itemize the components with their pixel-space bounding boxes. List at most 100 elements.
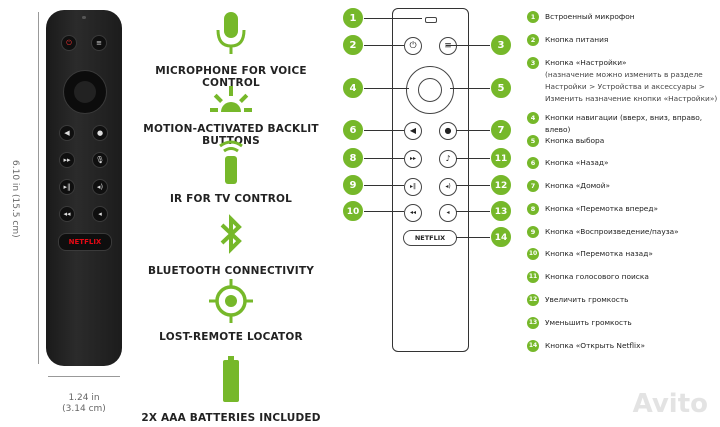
diagram-badge-3: 3 xyxy=(490,34,512,56)
diagram-badge-1: 1 xyxy=(342,7,364,29)
leader-line-2 xyxy=(364,45,404,46)
legend-num-3: 3 xyxy=(527,57,539,69)
legend-text-10: Кнопка «Перемотка назад» xyxy=(545,249,653,258)
diagram-badge-14: 14 xyxy=(490,226,512,248)
diagram-badge-2: 2 xyxy=(342,34,364,56)
legend-text-1: Встроенный микрофон xyxy=(545,12,635,21)
netflix-button-photo: NETFLIX xyxy=(58,233,112,251)
leader-line-9 xyxy=(364,185,404,186)
diagram-home-button: ● xyxy=(439,122,457,140)
legend-text-3: Кнопка «Настройки» xyxy=(545,58,627,67)
legend-num-7: 7 xyxy=(527,180,539,192)
legend-num-1: 1 xyxy=(527,11,539,23)
diagram-badge-8: 8 xyxy=(342,147,364,169)
diagram-ffwd-button: ▸▸ xyxy=(404,150,422,168)
dpad-photo xyxy=(63,70,107,114)
width-cm: (3.14 cm) xyxy=(62,404,106,414)
height-cm: (15.5 cm) xyxy=(10,193,20,238)
diagram-badge-7: 7 xyxy=(490,119,512,141)
diagram-netflix-button: NETFLIX xyxy=(403,230,457,246)
diagram-back-button: ◀ xyxy=(404,122,422,140)
leader-line-10 xyxy=(364,211,404,212)
diagram-badge-5: 5 xyxy=(490,77,512,99)
leader-line-3 xyxy=(446,45,490,46)
legend-num-5: 5 xyxy=(527,135,539,147)
playpause-button-photo: ▸‖ xyxy=(59,179,75,195)
diagram-badge-6: 6 xyxy=(342,119,364,141)
diagram-power-button: ⏻ xyxy=(404,37,422,55)
legend-num-2: 2 xyxy=(527,34,539,46)
diagram-dpad xyxy=(406,66,454,114)
legend-text-6: Кнопка «Назад» xyxy=(545,158,609,167)
legend-num-4: 4 xyxy=(527,112,539,124)
legend-sub-3c: Изменить назначение кнопки «Настройки») xyxy=(545,94,718,103)
voldown-button-photo: ◂ xyxy=(92,206,108,222)
legend-num-8: 8 xyxy=(527,203,539,215)
legend-text-14: Кнопка «Открыть Netflix» xyxy=(545,341,645,350)
legend-num-14: 14 xyxy=(527,340,539,352)
diagram-rewind-button: ◂◂ xyxy=(404,204,422,222)
legend-text-4: Кнопки навигации (вверх, вниз, вправо, в… xyxy=(545,113,703,134)
legend-text-2: Кнопка питания xyxy=(545,35,609,44)
legend-text-5: Кнопка выбора xyxy=(545,136,605,145)
remote-photo: ⏻ ≡ ◀ ● ▸▸ 🎙 ▸‖ ◂) ◂◂ ◂ NETFLIX xyxy=(46,10,122,366)
width-dimension: 1.24 in (3.14 cm) xyxy=(44,393,124,415)
diagram-voice-button: ♪ xyxy=(439,150,457,168)
ffwd-button-photo: ▸▸ xyxy=(59,152,75,168)
diagram-badge-9: 9 xyxy=(342,174,364,196)
legend-num-10: 10 xyxy=(527,248,539,260)
height-in: 6.10 in xyxy=(10,160,20,192)
mic-hole xyxy=(82,16,86,19)
diagram-playpause-button: ▸‖ xyxy=(404,178,422,196)
height-dimension-line xyxy=(38,12,39,364)
feature-label-locator: LOST-REMOTE LOCATOR xyxy=(159,331,303,343)
legend-text-11: Кнопка голосового поиска xyxy=(545,272,649,281)
leader-line-1 xyxy=(360,18,422,19)
microphone-icon xyxy=(216,12,246,54)
ir-icon xyxy=(219,140,243,184)
legend-text-7: Кнопка «Домой» xyxy=(545,181,611,190)
battery-icon xyxy=(223,356,239,402)
legend-sub-3b: Настройки > Устройства и аксессуары > xyxy=(545,82,705,91)
diagram-volup-button: ◂) xyxy=(439,178,457,196)
leader-line-5 xyxy=(450,88,490,89)
leader-line-14 xyxy=(456,237,490,238)
leader-line-11 xyxy=(456,158,490,159)
width-dimension-line xyxy=(48,376,120,377)
power-button-photo: ⏻ xyxy=(61,35,77,51)
remote-diagram: ⏻ ≡ ◀ ● ▸▸ ♪ ▸‖ ◂) ◂◂ ◂ NETFLIX xyxy=(392,8,469,352)
rewind-button-photo: ◂◂ xyxy=(59,206,75,222)
backlight-icon xyxy=(210,86,252,112)
avito-watermark: Avito xyxy=(632,389,708,419)
voice-button-photo: 🎙 xyxy=(92,152,108,168)
legend-sub-3a: (назначение можно изменить в разделе xyxy=(545,70,703,79)
back-button-photo: ◀ xyxy=(59,125,75,141)
legend-num-12: 12 xyxy=(527,294,539,306)
diagram-badge-4: 4 xyxy=(342,77,364,99)
legend-text-12: Увеличить громкость xyxy=(545,295,629,304)
legend-num-11: 11 xyxy=(527,271,539,283)
legend-text-9: Кнопка «Воспроизведение/пауза» xyxy=(545,227,679,236)
diagram-badge-11: 11 xyxy=(490,147,512,169)
diagram-badge-12: 12 xyxy=(490,174,512,196)
legend-num-9: 9 xyxy=(527,226,539,238)
legend-num-13: 13 xyxy=(527,317,539,329)
volup-button-photo: ◂) xyxy=(92,179,108,195)
legend-num-6: 6 xyxy=(527,157,539,169)
bluetooth-icon xyxy=(220,214,242,254)
feature-label-ir: IR FOR TV CONTROL xyxy=(169,193,293,205)
feature-label-bluetooth: BLUETOOTH CONNECTIVITY xyxy=(148,265,314,277)
width-in: 1.24 in xyxy=(68,393,100,403)
leader-line-6 xyxy=(364,130,404,131)
leader-line-7 xyxy=(456,130,490,131)
diagram-badge-10: 10 xyxy=(342,200,364,222)
diagram-mic xyxy=(425,17,437,23)
feature-label-battery: 2X AAA BATTERIES INCLUDED xyxy=(141,412,321,424)
leader-line-12 xyxy=(456,185,490,186)
diagram-settings-button: ≡ xyxy=(439,37,457,55)
legend-text-13: Уменьшить громкость xyxy=(545,318,632,327)
height-dimension-label: 6.10 in (15.5 cm) xyxy=(9,160,20,238)
legend-text-8: Кнопка «Перемотка вперед» xyxy=(545,204,658,213)
leader-line-13 xyxy=(456,211,490,212)
leader-line-8 xyxy=(364,158,404,159)
